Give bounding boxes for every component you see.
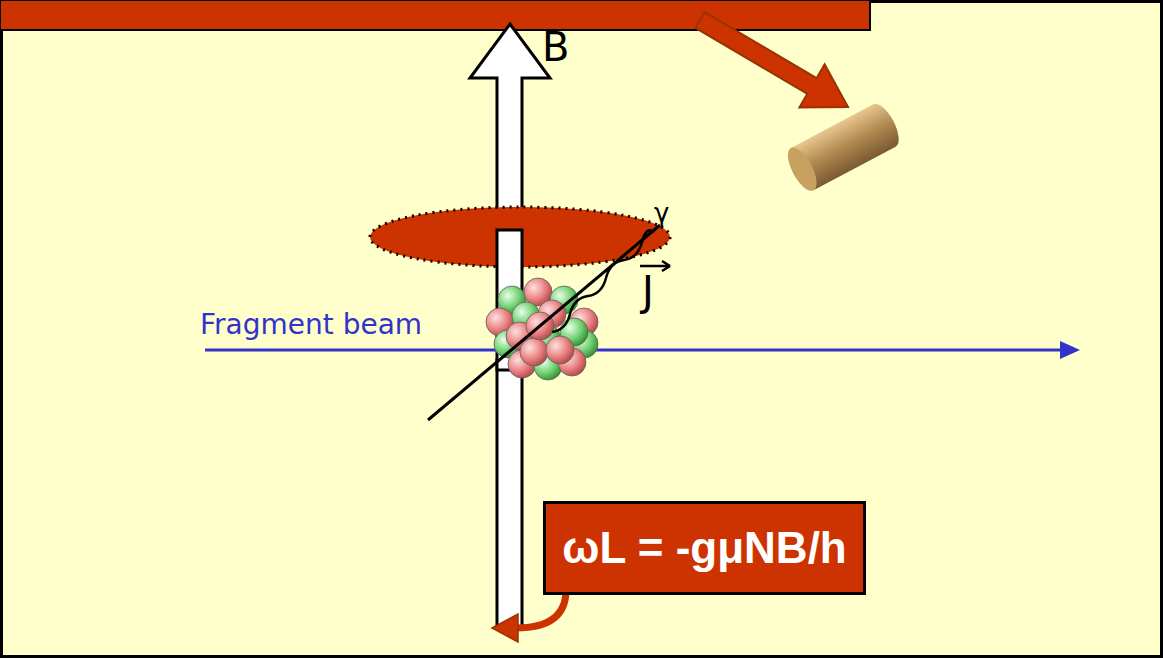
beam-label: Fragment beam [200,308,422,341]
rotation-arrow [516,590,566,628]
beam-line [205,349,1065,352]
nucleus [486,278,598,380]
pointer-arrow [695,12,848,107]
field-arrow [470,24,550,228]
vector-label: J [642,268,654,314]
field-label: B [542,24,569,70]
title-band [0,0,870,30]
formula-text: ωL = -gμNB/h [562,523,847,573]
field-shaft [497,360,522,628]
beam-arrowhead [1060,341,1080,359]
spin-axis [428,225,660,420]
gamma-label: γ [654,198,669,228]
rotation-arrowhead [492,614,518,642]
detector [782,100,904,195]
gamma-wave [552,230,654,332]
formula-box: ωL = -gμNB/h [543,501,866,595]
